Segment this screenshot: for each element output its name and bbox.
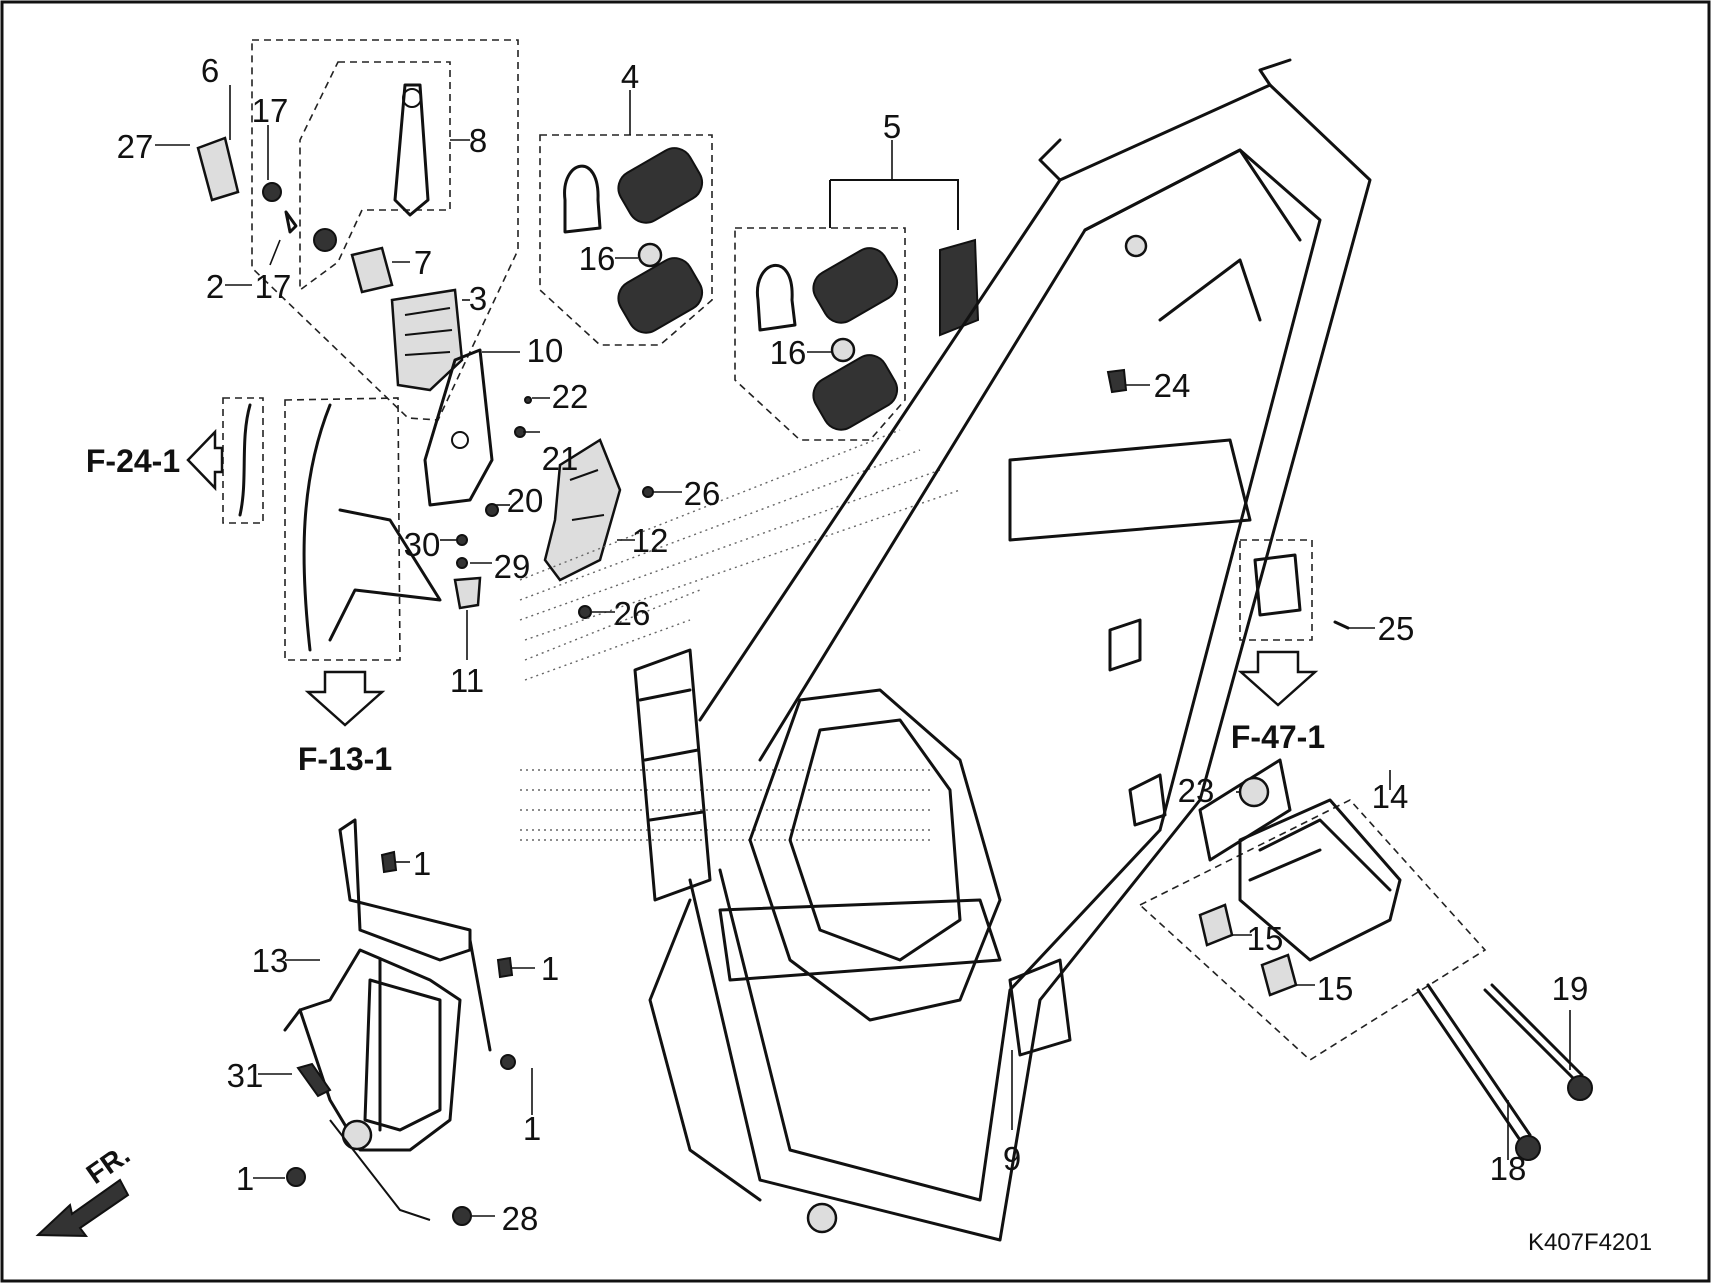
ref-f13-1: F-13-1	[298, 741, 392, 777]
callout-4: 4	[621, 58, 639, 95]
callout-26-upper: 26	[684, 475, 721, 512]
rear-mount-group	[1138, 776, 1593, 1161]
callout-22: 22	[552, 378, 589, 415]
cable-region-f13	[284, 397, 442, 661]
callout-31: 31	[227, 1057, 264, 1094]
callout-11: 11	[450, 662, 484, 699]
callout-13: 13	[252, 942, 289, 979]
callout-29: 29	[494, 548, 531, 585]
callout-18: 18	[1490, 1150, 1527, 1187]
cover-part-12	[543, 438, 654, 619]
callout-5: 5	[883, 108, 901, 145]
callout-12: 12	[632, 522, 669, 559]
bracket-group	[423, 348, 532, 517]
cable-box-f24	[222, 397, 264, 524]
ref-f24-1: F-24-1	[86, 443, 180, 479]
callout-17-top: 17	[252, 92, 289, 129]
callout-3: 3	[469, 280, 487, 317]
ref-f47-1: F-47-1	[1231, 719, 1325, 755]
ref-arrows	[35, 428, 1319, 1238]
callout-21: 21	[542, 440, 579, 477]
callout-23: 23	[1178, 772, 1215, 809]
callout-24: 24	[1154, 367, 1191, 404]
callout-20: 20	[507, 482, 544, 519]
callout-1-right: 1	[541, 950, 559, 987]
callout-1-top: 1	[413, 845, 431, 882]
callout-9: 9	[1003, 1140, 1021, 1177]
callout-16-set4: 16	[579, 240, 616, 277]
main-frame	[633, 58, 1372, 1242]
callout-30: 30	[404, 526, 441, 563]
drawing-code: K407F4201	[1528, 1229, 1652, 1256]
leader-lines	[155, 85, 1571, 1217]
callout-19: 19	[1552, 970, 1589, 1007]
callout-10: 10	[527, 332, 564, 369]
callout-27: 27	[117, 128, 154, 165]
callout-1-lower-right: 1	[523, 1110, 541, 1147]
projection-lines	[519, 429, 961, 841]
callout-28: 28	[502, 1200, 539, 1237]
callout-labels: 6 17 27 8 17 2 7 3 4 16 5 16 10 22 21 26…	[117, 52, 1589, 1237]
callout-1-bottom: 1	[236, 1160, 254, 1197]
small-parts-11-29-30	[453, 534, 482, 610]
key-set-part-4	[539, 134, 713, 346]
callout-16-set5: 16	[770, 334, 807, 371]
lock-assembly-group	[196, 39, 519, 421]
reference-labels: F-24-1 F-13-1 F-47-1	[86, 443, 1325, 777]
callout-2: 2	[206, 268, 224, 305]
callout-25: 25	[1378, 610, 1415, 647]
bracket-part-13	[283, 818, 516, 1226]
callout-15-lower: 15	[1317, 970, 1354, 1007]
callout-14: 14	[1372, 778, 1409, 815]
callout-8: 8	[469, 122, 487, 159]
callout-17-bottom: 17	[255, 268, 292, 305]
callout-26-lower: 26	[614, 595, 651, 632]
callout-7: 7	[414, 244, 432, 281]
front-direction-label: FR.	[81, 1139, 136, 1190]
key-set-part-5	[734, 179, 980, 441]
callout-15-upper: 15	[1247, 920, 1284, 957]
callout-6: 6	[201, 52, 219, 89]
